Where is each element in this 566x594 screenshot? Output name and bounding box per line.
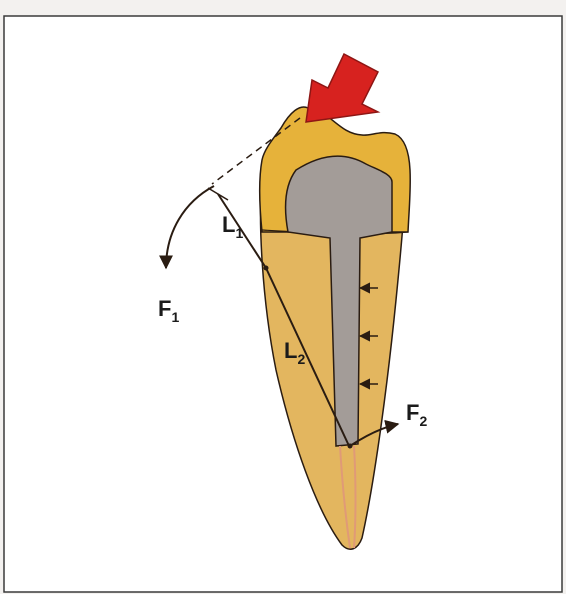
label-f2-sub: 2 (419, 413, 427, 429)
label-f2-main: F (406, 400, 419, 425)
label-f1-main: F (158, 296, 171, 321)
label-f1-sub: 1 (171, 309, 179, 325)
label-l2-main: L (284, 338, 297, 363)
fulcrum-point (264, 266, 269, 271)
label-l2-sub: 2 (297, 351, 305, 367)
label-l1-main: L (222, 212, 235, 237)
label-l1-sub: 1 (235, 225, 243, 241)
